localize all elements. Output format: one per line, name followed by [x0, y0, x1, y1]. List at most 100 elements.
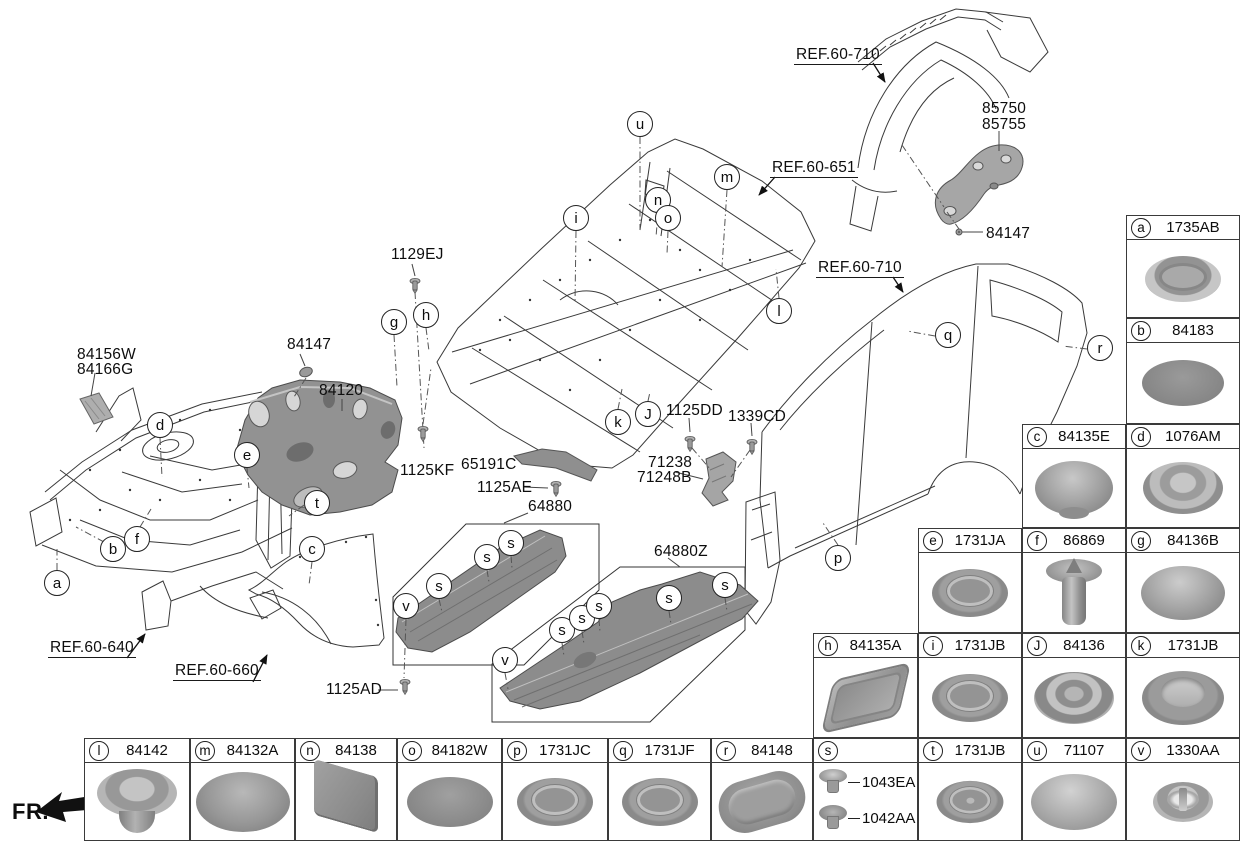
legend-part-number: 84183 [1172, 322, 1214, 339]
legend-cell-s[interactable]: s 1043EA 1042AA [813, 738, 918, 841]
legend-letter: t [923, 740, 943, 761]
callout-u[interactable]: u [627, 111, 653, 137]
legend-part-number: 1076AM [1165, 428, 1221, 445]
callout-s[interactable]: s [498, 530, 524, 556]
ref-label-60-710-top: REF.60-710 [794, 46, 882, 65]
leader-line [848, 781, 860, 783]
legend-part-number: 1731JA [954, 532, 1006, 549]
legend-part-number: 1731JB [1167, 637, 1219, 654]
label-connectors [90, 131, 1000, 691]
ref-label-60-640: REF.60-640 [48, 639, 136, 658]
legend-letter: J [1027, 635, 1047, 656]
s-fastener-row: 1043EA [818, 769, 915, 795]
callout-s[interactable]: s [712, 572, 738, 598]
reinforcement-part-art [513, 448, 598, 482]
callout-s[interactable]: s [474, 544, 500, 570]
part-image-dome-plug [1035, 461, 1113, 519]
sub-part-number: 1042AA [862, 809, 916, 827]
legend-cell-j[interactable]: J 84136 [1022, 633, 1126, 738]
part-image-clip [1153, 781, 1213, 822]
legend-part-number: 1731JF [644, 742, 695, 759]
ref-label-60-710-right: REF.60-710 [816, 259, 904, 278]
legend-letter: v [1131, 740, 1151, 761]
part-image-sheet-pad [314, 758, 378, 833]
callout-s[interactable]: s [586, 593, 612, 619]
legend-cell-k[interactable]: k 1731JB [1126, 633, 1240, 738]
callout-j[interactable]: J [635, 401, 661, 427]
part-label-71248b: 71248B [637, 469, 692, 486]
legend-part-number: 84132A [226, 742, 279, 759]
wheelhouse-art [849, 8, 1049, 232]
callout-l[interactable]: l [766, 298, 792, 324]
part-label-71238: 71238 [648, 454, 693, 471]
screw-icon [818, 769, 848, 795]
floor-pan-dots [478, 218, 752, 392]
callout-r[interactable]: r [1087, 335, 1113, 361]
callout-k[interactable]: k [605, 409, 631, 435]
legend-part-number: 84138 [335, 742, 377, 759]
callout-q[interactable]: q [935, 322, 961, 348]
callout-c[interactable]: c [299, 536, 325, 562]
part-image-plug [932, 673, 1008, 722]
callout-f[interactable]: f [124, 526, 150, 552]
s-fastener-row: 1042AA [818, 805, 915, 831]
callout-i[interactable]: i [563, 205, 589, 231]
callout-b[interactable]: b [100, 536, 126, 562]
legend-letter: s [818, 740, 838, 761]
callout-a[interactable]: a [44, 570, 70, 596]
fender-art [247, 533, 385, 648]
callout-s[interactable]: s [656, 585, 682, 611]
callout-m[interactable]: m [714, 164, 740, 190]
callout-e[interactable]: e [234, 442, 260, 468]
callout-v[interactable]: v [492, 647, 518, 673]
part-label-84156w: 84156W [77, 346, 136, 363]
callout-p[interactable]: p [825, 545, 851, 571]
legend-letter: o [402, 740, 422, 761]
leader-line [848, 817, 860, 819]
insulator-part-art [934, 144, 1024, 225]
callout-g[interactable]: g [381, 309, 407, 335]
callout-o[interactable]: o [655, 205, 681, 231]
callout-v[interactable]: v [393, 593, 419, 619]
part-label-1125dd: 1125DD [666, 402, 723, 419]
legend-letter: f [1027, 530, 1047, 551]
part-label-84147-top: 84147 [986, 225, 1031, 242]
part-image-plug [932, 568, 1008, 617]
part-label-84147-left: 84147 [287, 336, 332, 353]
legend-part-number: 84136 [1063, 637, 1105, 654]
part-image-plug [621, 777, 698, 826]
legend-letter: k [1131, 635, 1151, 656]
part-image-rivet [1042, 553, 1106, 633]
part-label-1339cd: 1339CD [728, 408, 787, 425]
ref-label-60-651: REF.60-651 [770, 159, 858, 178]
fr-direction-arrow [36, 792, 99, 822]
legend-letter: u [1027, 740, 1047, 761]
callout-s[interactable]: s [426, 573, 452, 599]
part-label-64880z: 64880Z [654, 543, 708, 560]
legend-part-number: 84148 [751, 742, 793, 759]
callout-h[interactable]: h [413, 302, 439, 328]
callout-d[interactable]: d [147, 412, 173, 438]
callout-t[interactable]: t [304, 490, 330, 516]
part-image-dome [1031, 773, 1117, 830]
